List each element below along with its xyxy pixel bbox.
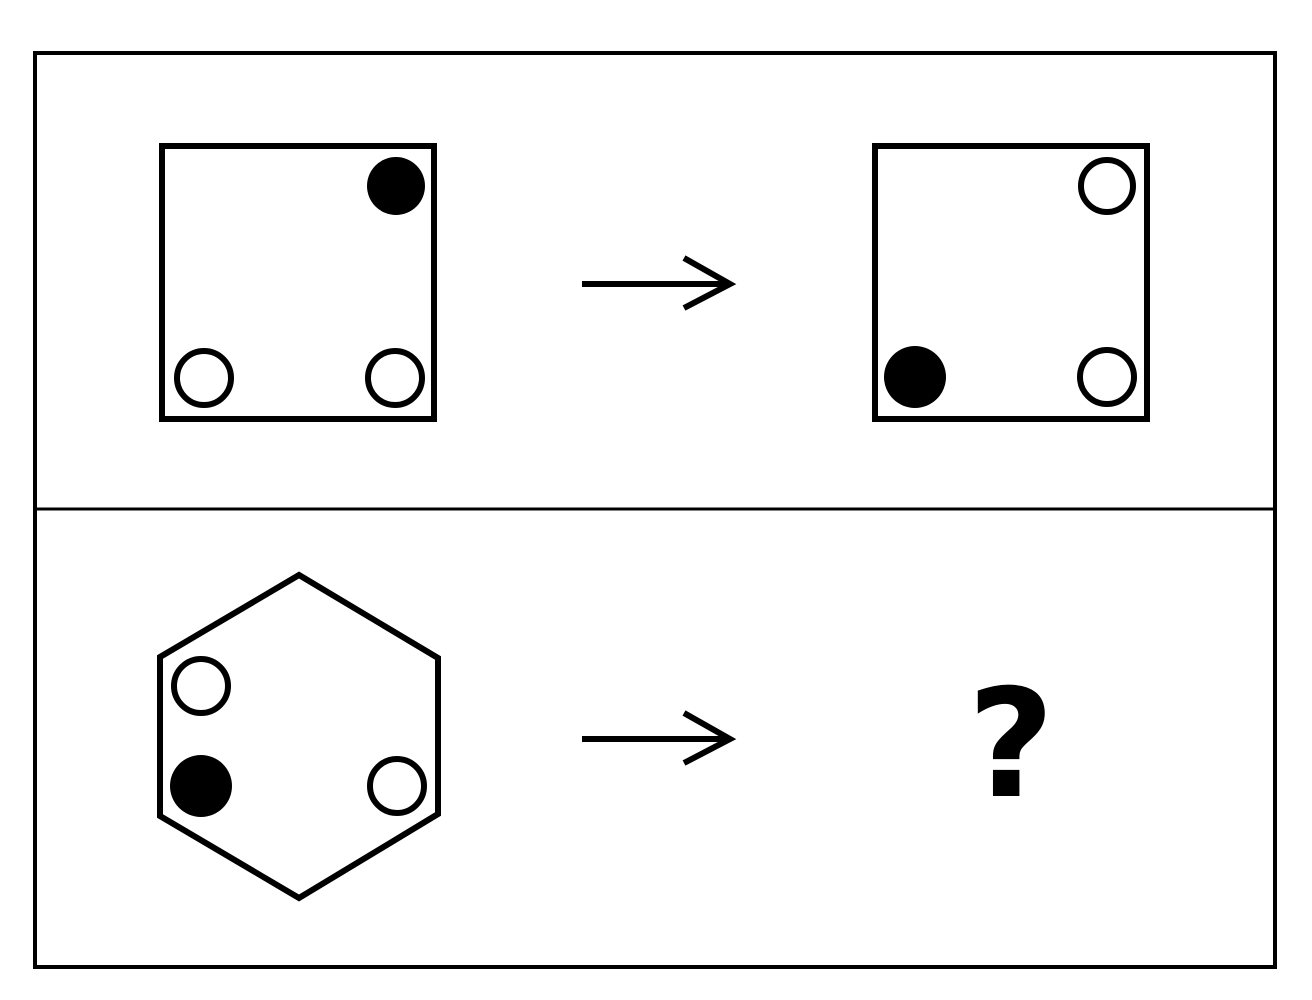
arrow-right-icon [582,255,737,311]
top-result-figure [872,143,1150,422]
top-source-figure [159,143,437,422]
square-shape [159,143,437,422]
dot-bottom-left-hollow [174,348,234,408]
top-row [159,143,1150,422]
bottom-row: ? [157,571,1055,902]
dot-top-right-filled [367,157,425,215]
square-shape [872,143,1150,422]
dot-bottom-right-hollow [1077,347,1137,407]
hexagon-shape [157,571,441,902]
dot-lower-left-filled [170,755,232,817]
bottom-source-figure [157,571,441,902]
unknown-result-question-mark: ? [967,658,1054,832]
dot-upper-left-hollow [171,656,231,716]
dot-bottom-left-filled [884,346,946,408]
dot-bottom-right-hollow [365,348,425,408]
arrow-right-icon [582,710,737,766]
dot-lower-right-hollow [367,756,427,816]
dot-top-right-hollow [1078,157,1136,215]
